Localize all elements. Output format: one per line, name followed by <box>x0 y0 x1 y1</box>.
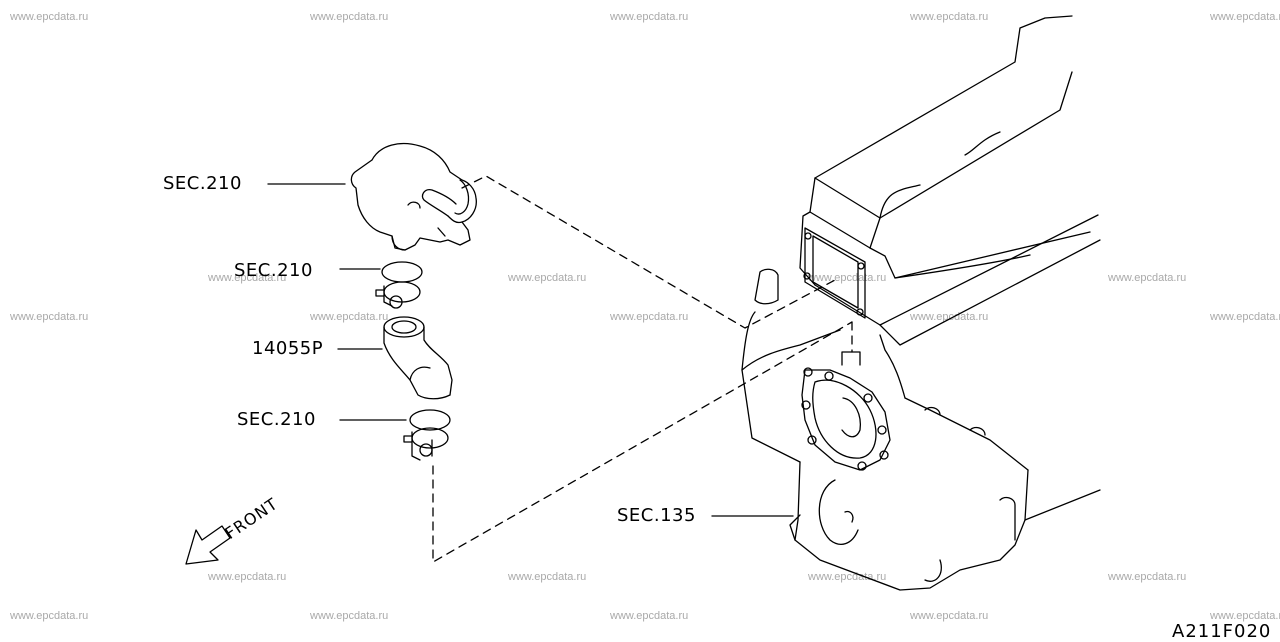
watermark: www.epcdata.ru <box>10 11 89 23</box>
watermark: www.epcdata.ru <box>310 311 389 323</box>
callout-upper-clamp[interactable]: SEC.210 <box>234 260 313 281</box>
watermark: www.epcdata.ru <box>808 571 887 583</box>
watermark: www.epcdata.ru <box>310 11 389 23</box>
lower-clamp-drawing <box>403 409 451 461</box>
watermark: www.epcdata.ru <box>208 272 287 284</box>
watermark: www.epcdata.ru <box>10 311 89 323</box>
engine-block-drawing <box>741 15 1101 591</box>
callout-engine-block[interactable]: SEC.135 <box>617 505 696 526</box>
thermostat-housing-drawing <box>350 142 477 251</box>
watermark: www.epcdata.ru <box>910 11 989 23</box>
watermark: www.epcdata.ru <box>310 610 389 622</box>
arrow-down-left-icon <box>185 525 231 565</box>
watermark: www.epcdata.ru <box>1210 610 1280 622</box>
watermark: www.epcdata.ru <box>508 272 587 284</box>
watermark: www.epcdata.ru <box>1210 11 1280 23</box>
callout-lower-clamp[interactable]: SEC.210 <box>237 409 316 430</box>
watermark: www.epcdata.ru <box>508 571 587 583</box>
watermark: www.epcdata.ru <box>610 11 689 23</box>
watermark: www.epcdata.ru <box>1108 571 1187 583</box>
callout-water-hose[interactable]: 14055P <box>252 338 324 359</box>
watermark: www.epcdata.ru <box>910 610 989 622</box>
watermark: www.epcdata.ru <box>208 571 287 583</box>
watermark: www.epcdata.ru <box>1108 272 1187 284</box>
watermark: www.epcdata.ru <box>1210 311 1280 323</box>
leader-lines <box>267 183 794 517</box>
diagram-code: A211F020 <box>1172 621 1272 642</box>
water-hose-drawing <box>383 316 453 400</box>
upper-clamp-drawing <box>375 261 423 309</box>
watermark: www.epcdata.ru <box>808 272 887 284</box>
callout-thermostat-housing[interactable]: SEC.210 <box>163 173 242 194</box>
watermark: www.epcdata.ru <box>610 610 689 622</box>
watermark: www.epcdata.ru <box>10 610 89 622</box>
watermark: www.epcdata.ru <box>610 311 689 323</box>
assembly-lines <box>432 175 853 563</box>
watermark: www.epcdata.ru <box>910 311 989 323</box>
